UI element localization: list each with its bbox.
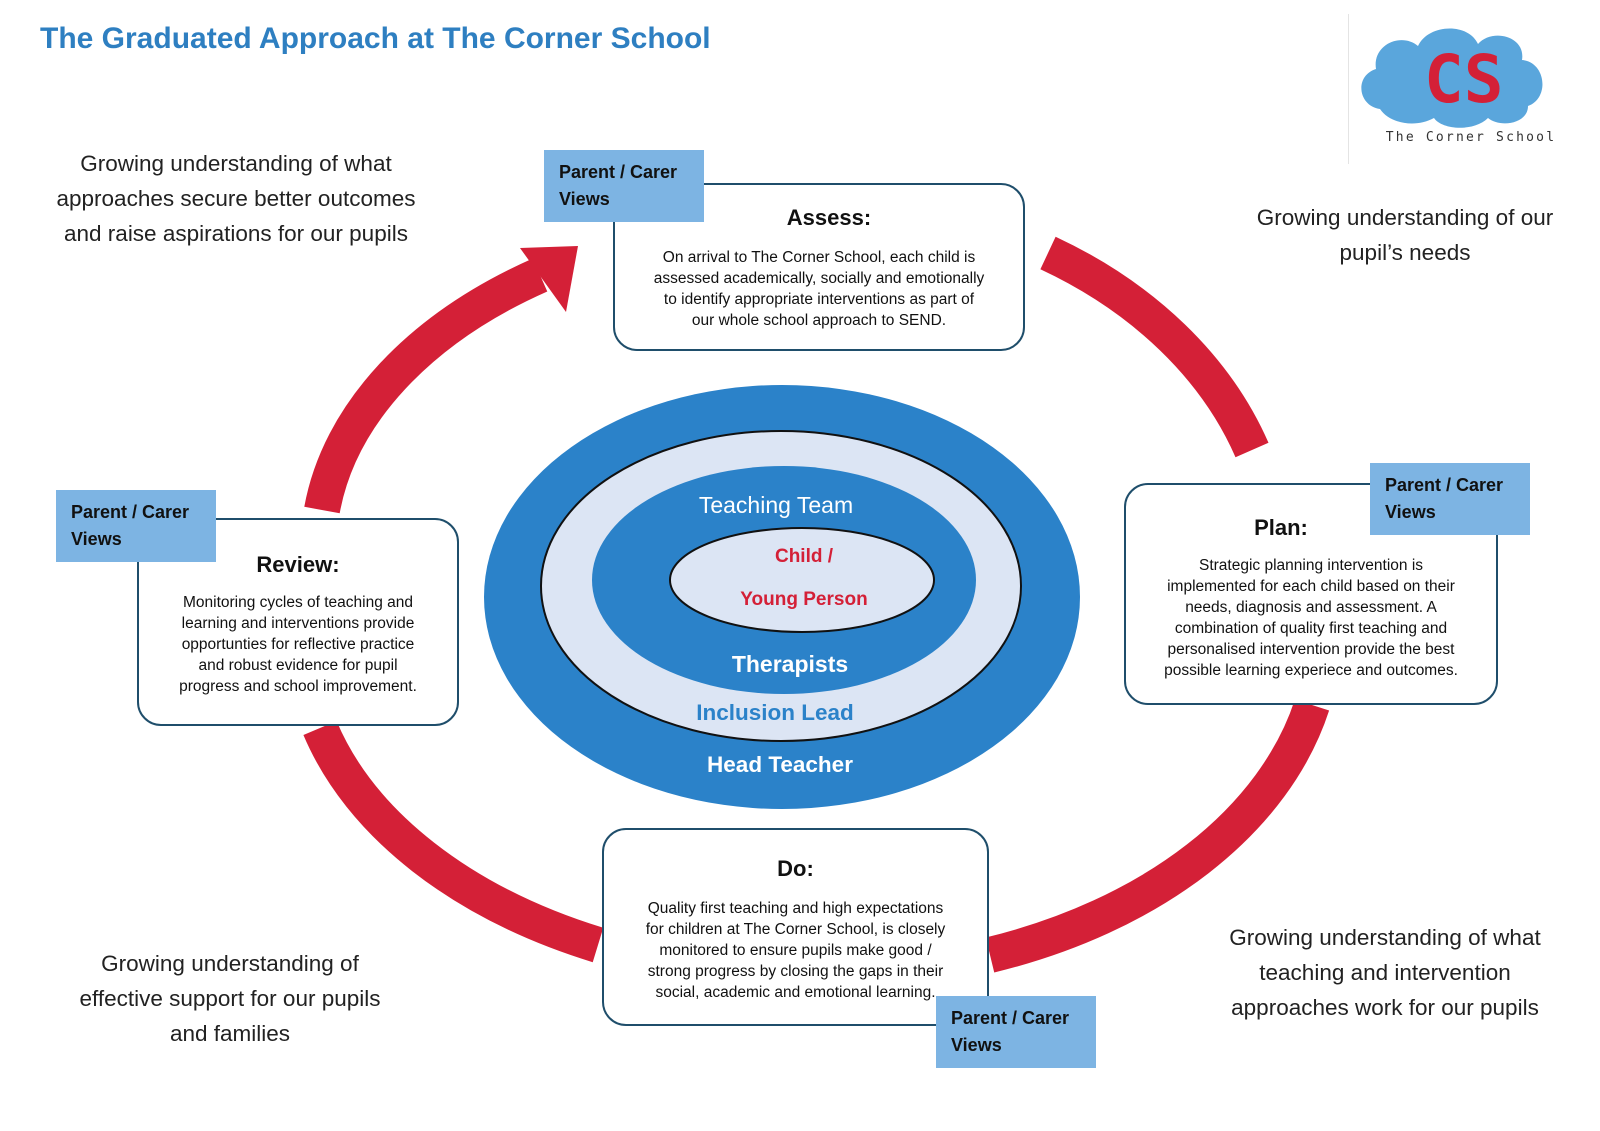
ring-label-head-teacher: Head Teacher: [707, 752, 853, 777]
assess-text: On arrival to The Corner School, each ch…: [653, 249, 985, 329]
ring-label-teaching-team: Teaching Team: [698, 492, 854, 518]
ring-label-young-person: Young Person: [740, 589, 868, 610]
plan-heading: Plan:: [1254, 515, 1308, 540]
ring-label-therapists: Therapists: [731, 651, 849, 677]
ring-label-inclusion-lead: Inclusion Lead: [696, 700, 854, 725]
do-heading: Do:: [777, 856, 814, 881]
cycle-arrow-ring: [303, 236, 1330, 973]
logo-school-name: The Corner School: [1385, 130, 1557, 145]
logo-mark: CS: [1424, 41, 1503, 118]
review-heading: Review:: [256, 552, 340, 577]
assess-heading: Assess:: [786, 205, 872, 230]
page-title: The Graduated Approach at The Corner Sch…: [40, 22, 711, 55]
ring-label-child: Child /: [774, 546, 834, 567]
cycle-arrow-head: [520, 246, 578, 312]
corner-school-logo: CS: [1361, 28, 1543, 128]
ring-child: [669, 527, 935, 633]
review-box: Review: Monitoring cycles of teaching an…: [137, 518, 459, 726]
do-box: Do: Quality first teaching and high expe…: [602, 828, 989, 1026]
logo-divider: [1348, 14, 1349, 164]
do-text: Quality first teaching and high expectat…: [645, 900, 946, 1001]
